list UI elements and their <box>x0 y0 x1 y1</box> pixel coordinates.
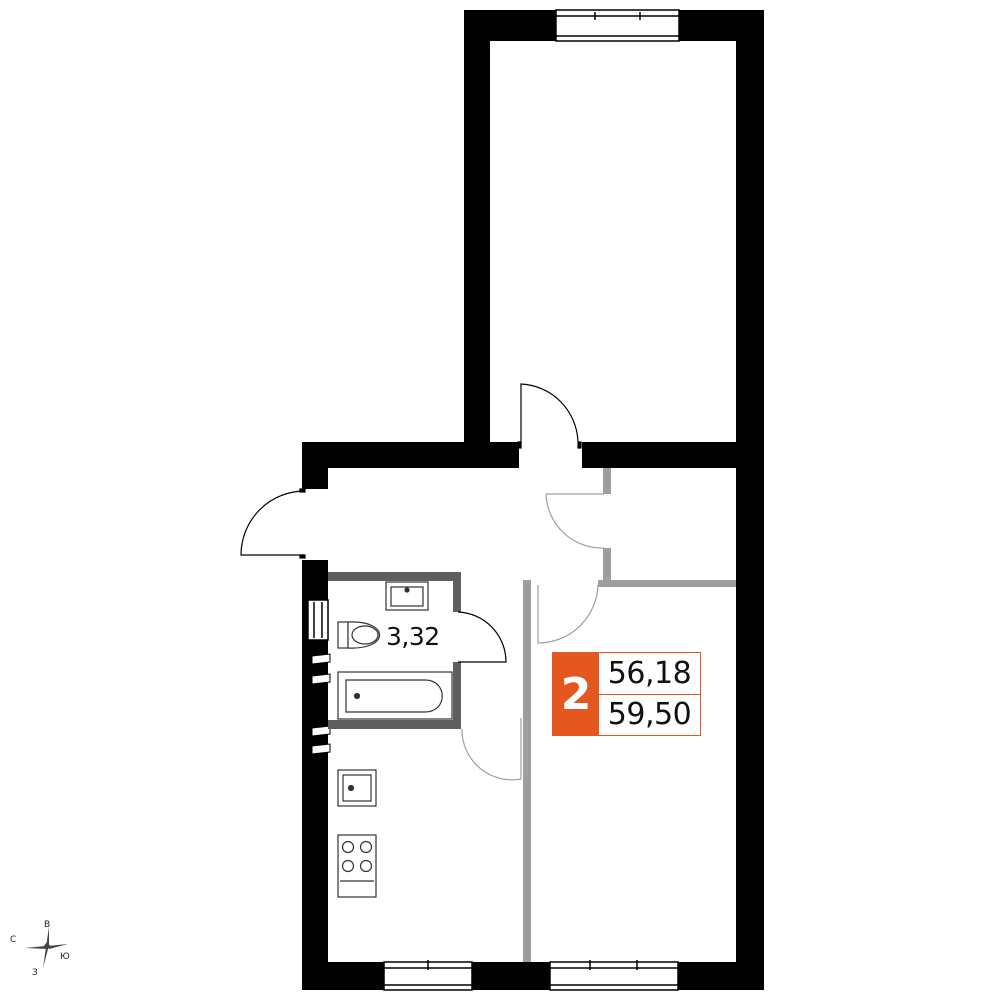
fixtures <box>337 581 453 898</box>
door-kitchen <box>461 718 522 781</box>
partition-room-vertical <box>523 580 531 962</box>
bath-wall-bottom <box>328 720 461 729</box>
bath-wall-top <box>328 572 461 581</box>
stove-icon <box>337 834 377 898</box>
bathroom-area-label: 3,32 <box>386 622 440 651</box>
wall-mid-right <box>582 442 764 468</box>
window-bottom-room <box>549 960 679 991</box>
partitions <box>328 468 736 962</box>
door-closet <box>545 493 605 549</box>
total-area: 59,50 <box>607 697 692 733</box>
wall-mid-left <box>302 442 519 468</box>
rooms-count: 2 <box>553 653 599 735</box>
compass-west-label: З <box>32 968 38 978</box>
exterior-walls <box>302 10 764 990</box>
wall-upper-right <box>736 10 764 990</box>
compass-icon <box>25 927 68 968</box>
window-bottom-kitchen <box>383 960 473 991</box>
windows <box>307 9 680 991</box>
partition-closet-bottom <box>603 548 611 580</box>
partition-room-top <box>598 580 736 587</box>
compass-north-label: С <box>10 935 17 945</box>
partition-closet-top <box>603 468 611 494</box>
toilet-icon <box>337 621 380 649</box>
apartment-area-badge: 2 56,18 59,50 <box>552 652 701 736</box>
wall-bottom-mid <box>472 962 550 990</box>
compass-south-label: Ю <box>60 952 70 962</box>
doors <box>240 383 605 781</box>
left-wall-notches <box>311 653 331 755</box>
wall-upper-left <box>464 10 490 442</box>
door-entrance <box>240 488 306 559</box>
wall-left-top <box>302 442 328 489</box>
kitchen-sink-icon <box>337 769 377 807</box>
door-room <box>537 584 599 644</box>
window-left-bath <box>307 599 329 641</box>
bath-sink-icon <box>385 581 429 611</box>
bath-wall-right-top <box>453 572 461 612</box>
door-bathroom <box>457 611 507 663</box>
living-area: 56,18 <box>599 653 700 695</box>
bath-wall-right-bottom <box>453 662 461 729</box>
window-upper <box>555 9 680 42</box>
badge-areas: 56,18 59,50 <box>599 653 700 735</box>
bathtub-icon <box>337 671 453 720</box>
door-upper-room <box>517 383 582 449</box>
compass-east-label: В <box>44 920 51 930</box>
wall-bottom-left <box>302 962 384 990</box>
wall-bottom-right <box>678 962 764 990</box>
